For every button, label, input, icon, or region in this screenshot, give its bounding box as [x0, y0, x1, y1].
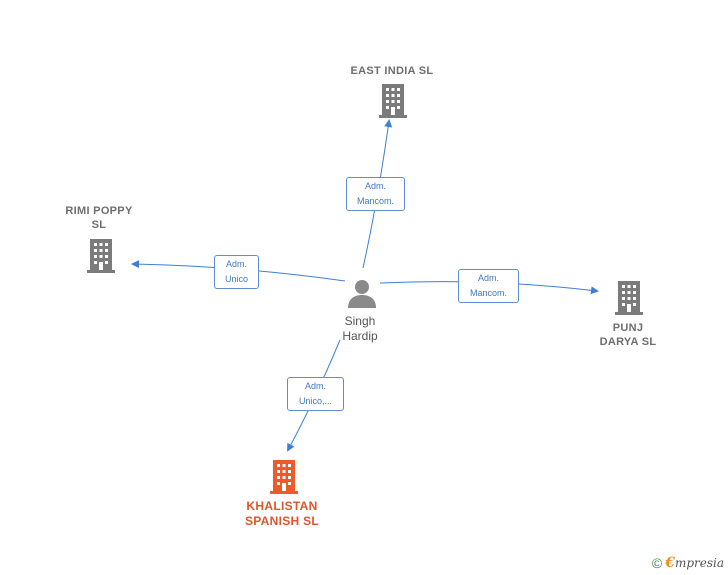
edge-label-rimi: Adm. Unico — [214, 255, 259, 289]
building-icon — [615, 281, 643, 315]
person-icon — [348, 280, 376, 308]
company-name-main[interactable]: KHALISTAN SPANISH SL — [244, 499, 320, 528]
building-icon — [87, 239, 115, 273]
brand-logo: €mpresia — [665, 555, 724, 571]
company-name-punj[interactable]: PUNJ DARYA SL — [599, 322, 657, 348]
edge-label-main: Adm. Unico,... — [287, 377, 344, 411]
copyright-icon: © — [651, 555, 663, 571]
person-name[interactable]: Singh Hardip — [342, 314, 378, 343]
building-icon — [379, 84, 407, 118]
edge-label-east: Adm. Mancom. — [346, 177, 405, 211]
company-name-rimi[interactable]: RIMI POPPY SL — [65, 205, 133, 231]
edge-label-punj: Adm. Mancom. — [458, 269, 519, 303]
company-name-east[interactable]: EAST INDIA SL — [350, 65, 434, 77]
main-building-icon — [270, 460, 298, 494]
footer-brand: © €mpresia — [652, 555, 724, 571]
